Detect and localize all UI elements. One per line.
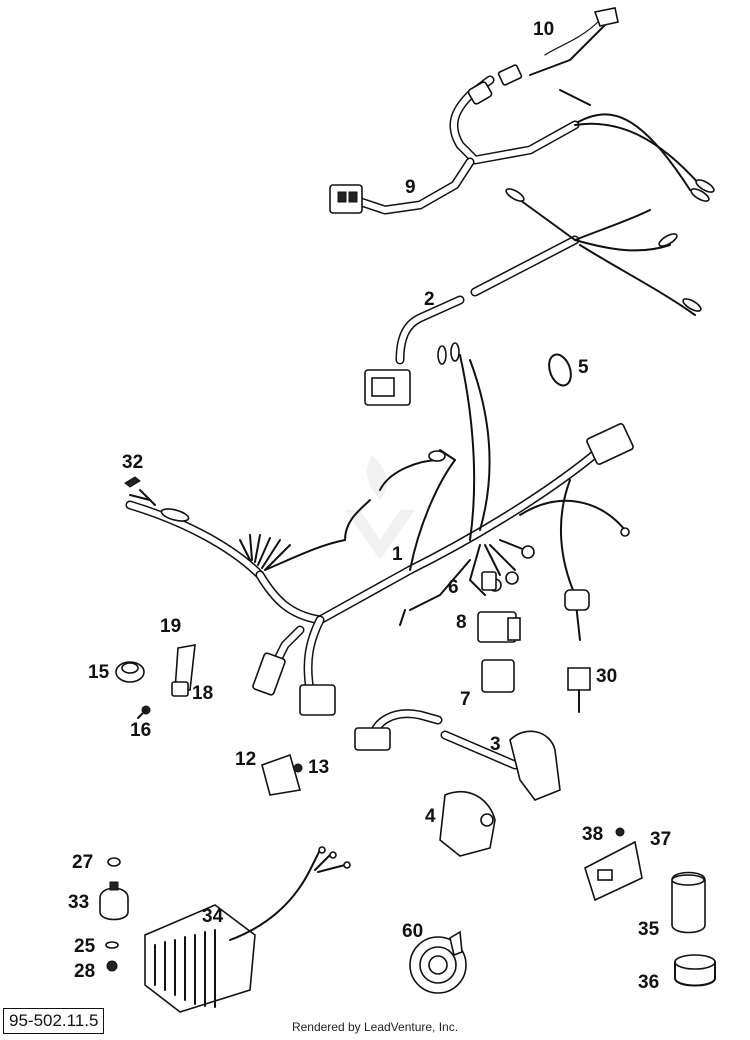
watermark-logo: [345, 455, 415, 560]
part-12-bracket: [261, 753, 302, 796]
part-18-clip: [171, 681, 189, 697]
part-27-nut: [107, 857, 121, 867]
part-13-screw: [293, 763, 303, 773]
callout-2: 2: [424, 289, 435, 310]
callout-5: 5: [578, 357, 589, 378]
callout-6: 6: [448, 577, 459, 598]
callout-1: 1: [392, 544, 403, 565]
diagram-code: 95-502.11.5: [3, 1008, 105, 1034]
callout-38: 38: [582, 824, 603, 845]
callout-32: 32: [122, 452, 143, 473]
part-36-clamp: [674, 954, 716, 987]
part-15-grommet: [115, 661, 145, 683]
cable-tie: [548, 353, 572, 387]
callout-9: 9: [405, 177, 416, 198]
part-8-relay: [477, 611, 521, 643]
callout-34: 34: [202, 906, 224, 927]
callout-15: 15: [88, 662, 110, 683]
callout-13: 13: [308, 757, 329, 778]
callout-30: 30: [596, 666, 617, 687]
part-60-horn: [409, 930, 467, 994]
callout-4: 4: [425, 806, 436, 827]
main-harness-part-1: [125, 342, 634, 716]
callout-3: 3: [490, 734, 501, 755]
callout-7: 7: [460, 689, 471, 710]
part-32-terminal: [124, 476, 141, 488]
callout-35: 35: [638, 919, 660, 940]
part-34-regulator: [144, 846, 351, 1013]
harness-part-9-10: [329, 7, 715, 215]
callout-60: 60: [402, 921, 423, 942]
harness-part-2: [364, 188, 702, 406]
part-19-bracket: [174, 644, 196, 691]
callout-33: 33: [68, 892, 89, 913]
callout-36: 36: [638, 972, 659, 993]
part-3-switch-harness: [354, 709, 561, 801]
render-credit: Rendered by LeadVenture, Inc.: [291, 1020, 459, 1034]
part-33-damper: [99, 881, 129, 921]
part-37-bracket: [584, 840, 643, 902]
callout-12: 12: [235, 749, 256, 770]
callout-19: 19: [160, 616, 181, 637]
part-38-screw: [615, 827, 625, 837]
part-16-screw: [137, 705, 151, 719]
callout-8: 8: [456, 612, 467, 633]
callout-25: 25: [74, 936, 96, 957]
part-6-connector: [481, 571, 497, 591]
callout-28: 28: [74, 961, 95, 982]
callout-10: 10: [533, 19, 554, 40]
callout-labels: 10 9 2 5 32 1 6 8 7 30 19 15 18 16 12 13…: [68, 19, 671, 993]
part-25-washer: [105, 941, 119, 949]
callout-18: 18: [192, 683, 213, 704]
part-28-bolt: [106, 960, 118, 972]
callout-16: 16: [130, 720, 151, 741]
part-4-switch-housing: [439, 791, 496, 857]
part-35-capacitor: [671, 871, 706, 934]
part-7-relay: [481, 659, 515, 693]
callout-37: 37: [650, 829, 671, 850]
callout-27: 27: [72, 852, 93, 873]
part-30-switch: [567, 667, 591, 713]
